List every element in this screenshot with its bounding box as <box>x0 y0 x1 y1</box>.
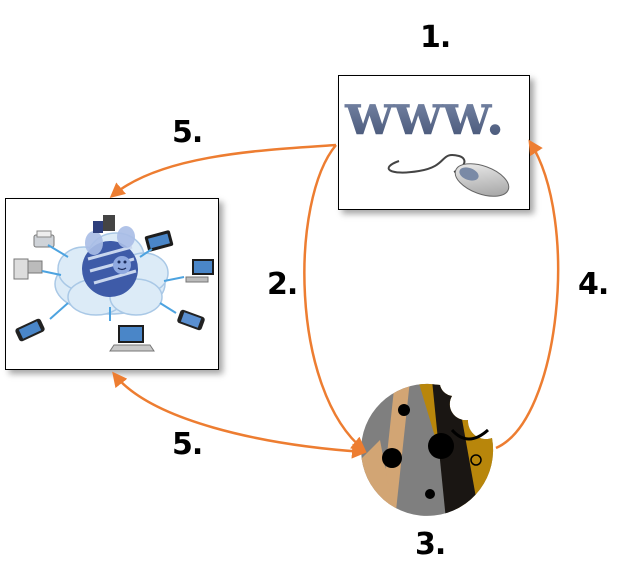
cloud-network-image <box>13 215 214 352</box>
www-card: www. <box>338 75 530 210</box>
step-label-1: 1. <box>420 20 451 55</box>
phone-left-icon <box>15 318 45 342</box>
printer-icon <box>33 230 55 248</box>
laptop-icon <box>109 325 155 352</box>
bee-logo-icon <box>82 226 138 297</box>
cloud-network-card <box>5 198 219 370</box>
monitor-icon <box>185 259 214 283</box>
step-label-2: 2. <box>267 267 298 302</box>
arrow-4 <box>495 139 560 450</box>
arrow-5-bottom <box>112 371 367 459</box>
server-icon <box>93 215 115 233</box>
arrow-2 <box>303 144 367 452</box>
www-mouse-image: www. <box>344 80 510 197</box>
www-text: www. <box>344 80 505 148</box>
phone-right-icon <box>177 309 205 331</box>
step-label-5-top: 5. <box>172 115 203 150</box>
step-label-3: 3. <box>415 527 446 562</box>
arrow-5-top <box>109 143 337 198</box>
tablet-icon <box>144 230 174 252</box>
desktop-icon <box>13 258 43 280</box>
step-label-4: 4. <box>578 267 609 302</box>
